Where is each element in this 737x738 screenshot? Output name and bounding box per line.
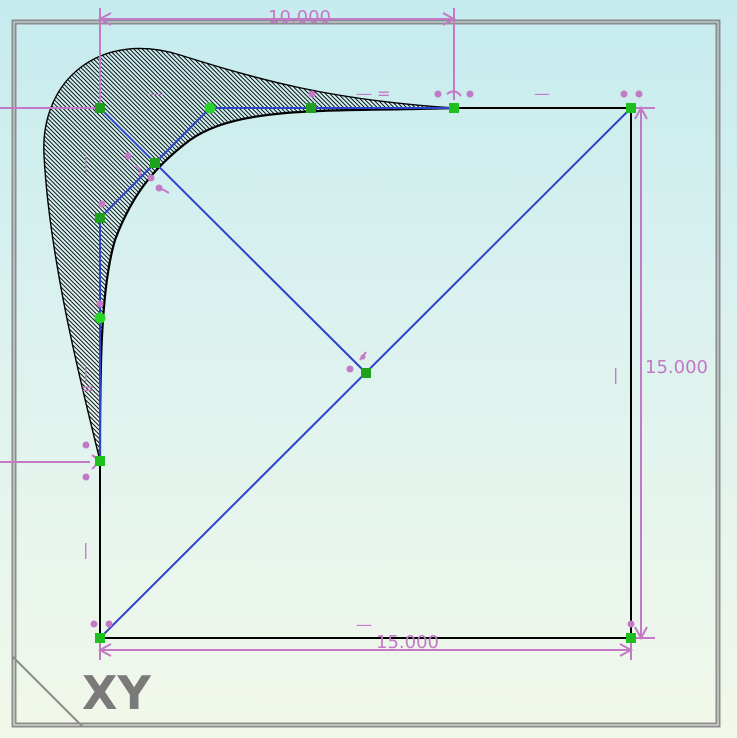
constraint-vertical-left[interactable]: | xyxy=(83,540,88,559)
constraint-vertical-mid-left[interactable]: | xyxy=(83,363,88,382)
point-control-left[interactable] xyxy=(95,213,105,223)
constraint-horizontal-bottom[interactable]: — xyxy=(356,615,372,634)
constraint-equal-top[interactable]: = xyxy=(377,84,390,103)
hatched-region xyxy=(43,48,455,461)
dim-top-arrow-right xyxy=(442,12,457,26)
dim-right-arrow-bottom xyxy=(634,626,648,641)
constraint-equal-mid-left[interactable]: = xyxy=(81,379,94,398)
constraint-horizontal-top[interactable]: — xyxy=(534,84,550,103)
curve-outer-spline[interactable] xyxy=(43,47,455,462)
point-left-end[interactable] xyxy=(95,456,105,466)
dim-bottom-arrow-left xyxy=(97,643,112,657)
dim-right-value[interactable]: 15.000 xyxy=(645,357,708,378)
point-center[interactable] xyxy=(361,368,371,378)
dim-bottom-arrow-right xyxy=(619,643,634,657)
constraint-vertical-upper-left[interactable]: | xyxy=(83,153,88,172)
point-control-lower[interactable] xyxy=(94,312,106,324)
point-tangent[interactable] xyxy=(150,158,160,168)
point-control-top[interactable] xyxy=(306,103,316,113)
constraint-glyphs: — — — = — | | | | = xyxy=(81,84,618,634)
constraint-vertical-right[interactable]: | xyxy=(613,365,618,384)
point-control-upper[interactable] xyxy=(204,102,216,114)
view-frame-inner xyxy=(14,22,718,725)
sketch-points[interactable] xyxy=(94,102,637,644)
point-top-right[interactable] xyxy=(626,103,636,113)
view-orientation-label: XY xyxy=(82,666,151,720)
view-corner-line xyxy=(11,655,83,727)
point-bottom-right[interactable] xyxy=(626,633,636,643)
dim-right-arrow-top xyxy=(634,105,648,120)
dim-top-arrow-left xyxy=(97,12,112,26)
dim-bottom-value[interactable]: 15.000 xyxy=(376,632,439,653)
tangency-marks xyxy=(91,90,462,470)
constraint-horizontal-upper[interactable]: — xyxy=(148,84,164,103)
constraint-horizontal-mid[interactable]: — xyxy=(356,84,372,103)
point-bottom-left[interactable] xyxy=(95,633,105,643)
point-top-left-ref[interactable] xyxy=(95,103,105,113)
construction-line-center-to-tangent[interactable] xyxy=(99,107,367,374)
constraint-dots xyxy=(82,90,643,628)
dim-top-value[interactable]: 10.000 xyxy=(268,7,331,28)
point-top-end[interactable] xyxy=(449,103,459,113)
view-frame-outer xyxy=(11,19,721,728)
